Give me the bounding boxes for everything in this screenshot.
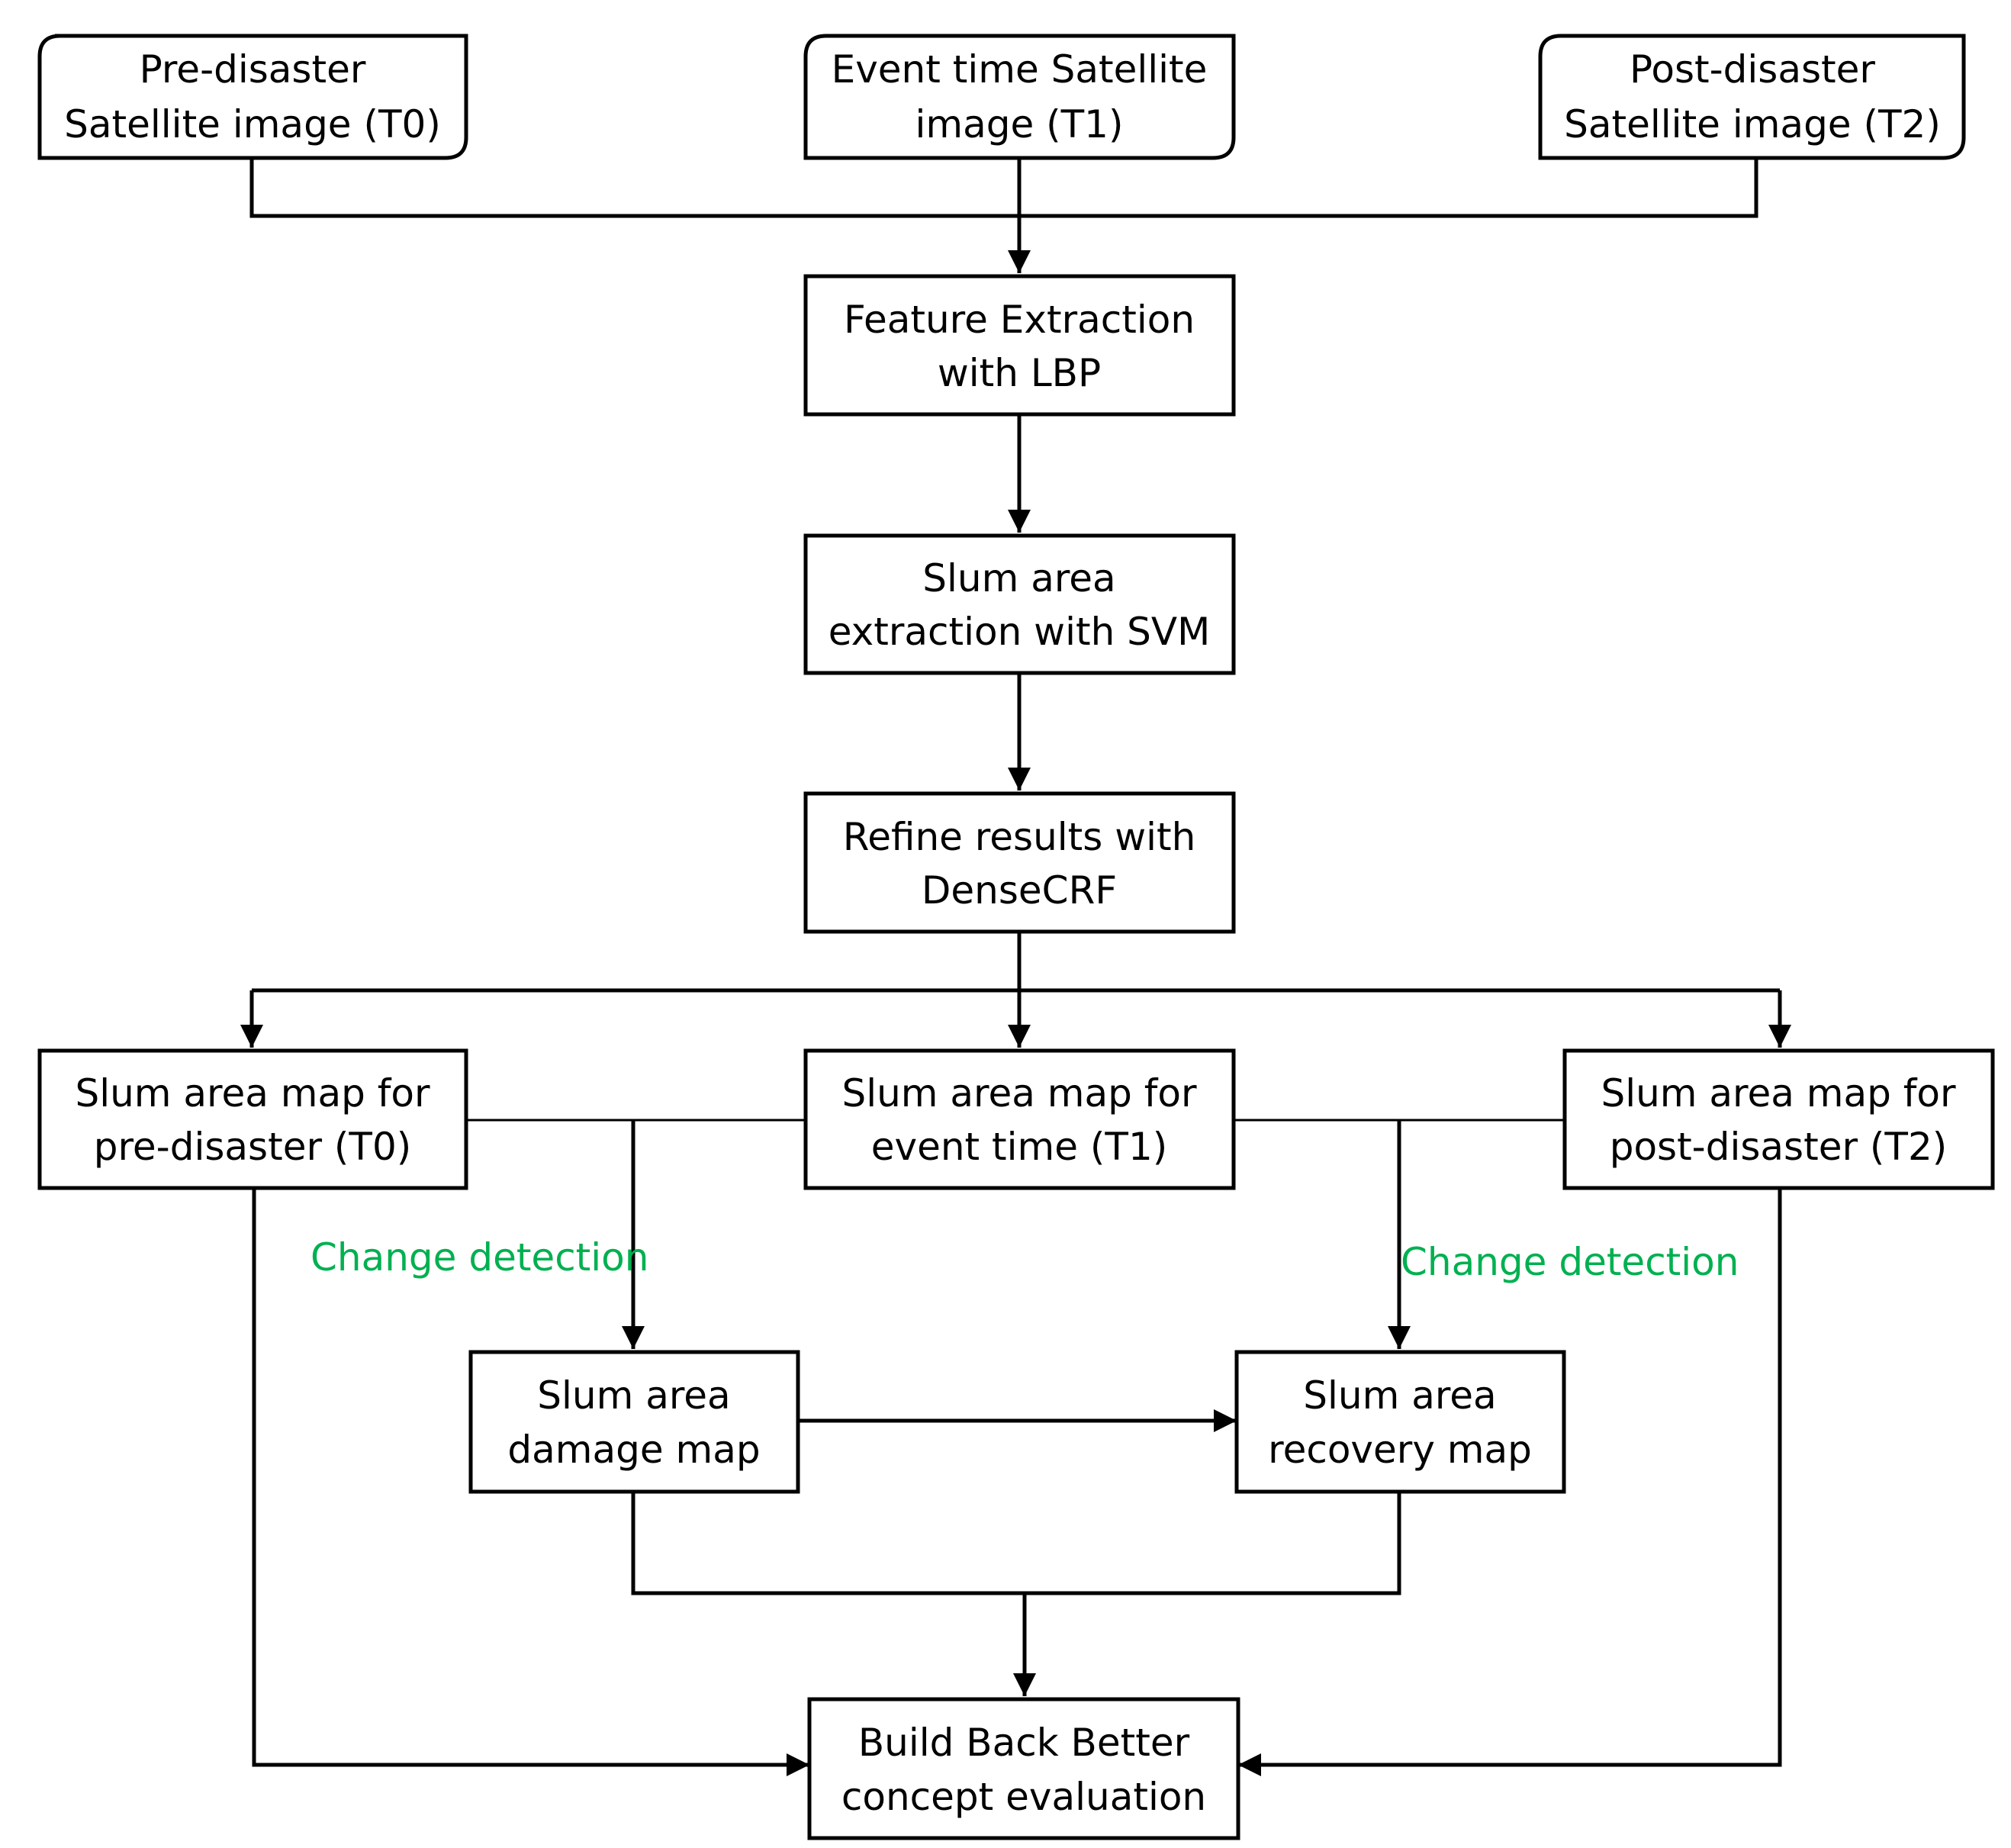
connector-post-image — [1019, 158, 1758, 218]
node-recovery-map-line1: Slum area — [1303, 1373, 1496, 1418]
node-refine-line2: DenseCRF — [922, 868, 1117, 913]
node-pre-image: Pre-disaster Satellite image (T0) — [37, 34, 468, 160]
node-map-post: Slum area map for post-disaster (T2) — [1562, 1048, 1995, 1190]
arrow-map-pre-to-bbb — [252, 1188, 809, 1776]
connector-pre-image — [249, 158, 1019, 218]
node-map-post-line1: Slum area map for — [1601, 1071, 1955, 1116]
node-post-image-line1: Post-disaster — [1630, 47, 1875, 92]
node-event-image: Event time Satellite image (T1) — [803, 34, 1236, 160]
node-svm-extraction: Slum area extraction with SVM — [803, 533, 1236, 675]
node-feature-extraction: Feature Extraction with LBP — [803, 274, 1236, 417]
change-detection-label-left: Change detection — [310, 1235, 648, 1280]
node-map-pre-line1: Slum area map for — [75, 1071, 430, 1116]
node-event-image-line2: image (T1) — [915, 102, 1124, 146]
node-pre-image-line1: Pre-disaster — [140, 47, 366, 92]
node-recovery-map: Slum area recovery map — [1234, 1350, 1566, 1494]
nodes: Pre-disaster Satellite image (T0) Event … — [37, 34, 1995, 1840]
node-feature-extraction-line1: Feature Extraction — [844, 298, 1195, 342]
node-damage-map: Slum area damage map — [468, 1350, 800, 1494]
node-bbb: Build Back Better concept evaluation — [807, 1697, 1240, 1840]
node-bbb-line2: concept evaluation — [841, 1775, 1206, 1819]
node-bbb-line1: Build Back Better — [858, 1721, 1190, 1765]
node-map-event-line2: event time (T1) — [871, 1125, 1168, 1169]
node-map-event-line1: Slum area map for — [841, 1071, 1196, 1116]
node-recovery-map-line2: recovery map — [1268, 1428, 1532, 1472]
connector-damage-down — [631, 1492, 1401, 1595]
node-damage-map-line2: damage map — [507, 1428, 760, 1472]
node-map-pre-line2: pre-disaster (T0) — [94, 1125, 412, 1169]
node-post-image: Post-disaster Satellite image (T2) — [1538, 34, 1966, 160]
node-refine-line1: Refine results with — [843, 815, 1196, 859]
node-pre-image-line2: Satellite image (T0) — [64, 102, 441, 146]
node-map-event: Slum area map for event time (T1) — [803, 1048, 1236, 1190]
node-event-image-line1: Event time Satellite — [832, 47, 1208, 92]
node-post-image-line2: Satellite image (T2) — [1564, 102, 1941, 146]
connectors — [240, 158, 1791, 1776]
annotations: Change detection Change detection — [310, 1235, 1739, 1284]
arrow-map-post-to-bbb — [1238, 1188, 1782, 1776]
node-svm-extraction-line1: Slum area — [922, 556, 1115, 600]
node-feature-extraction-line2: with LBP — [938, 351, 1101, 395]
change-detection-label-right: Change detection — [1401, 1240, 1739, 1284]
node-map-pre: Slum area map for pre-disaster (T0) — [37, 1048, 468, 1190]
node-svm-extraction-line2: extraction with SVM — [829, 610, 1211, 654]
node-damage-map-line1: Slum area — [537, 1373, 730, 1418]
node-refine: Refine results with DenseCRF — [803, 791, 1236, 934]
node-map-post-line2: post-disaster (T2) — [1610, 1125, 1948, 1169]
